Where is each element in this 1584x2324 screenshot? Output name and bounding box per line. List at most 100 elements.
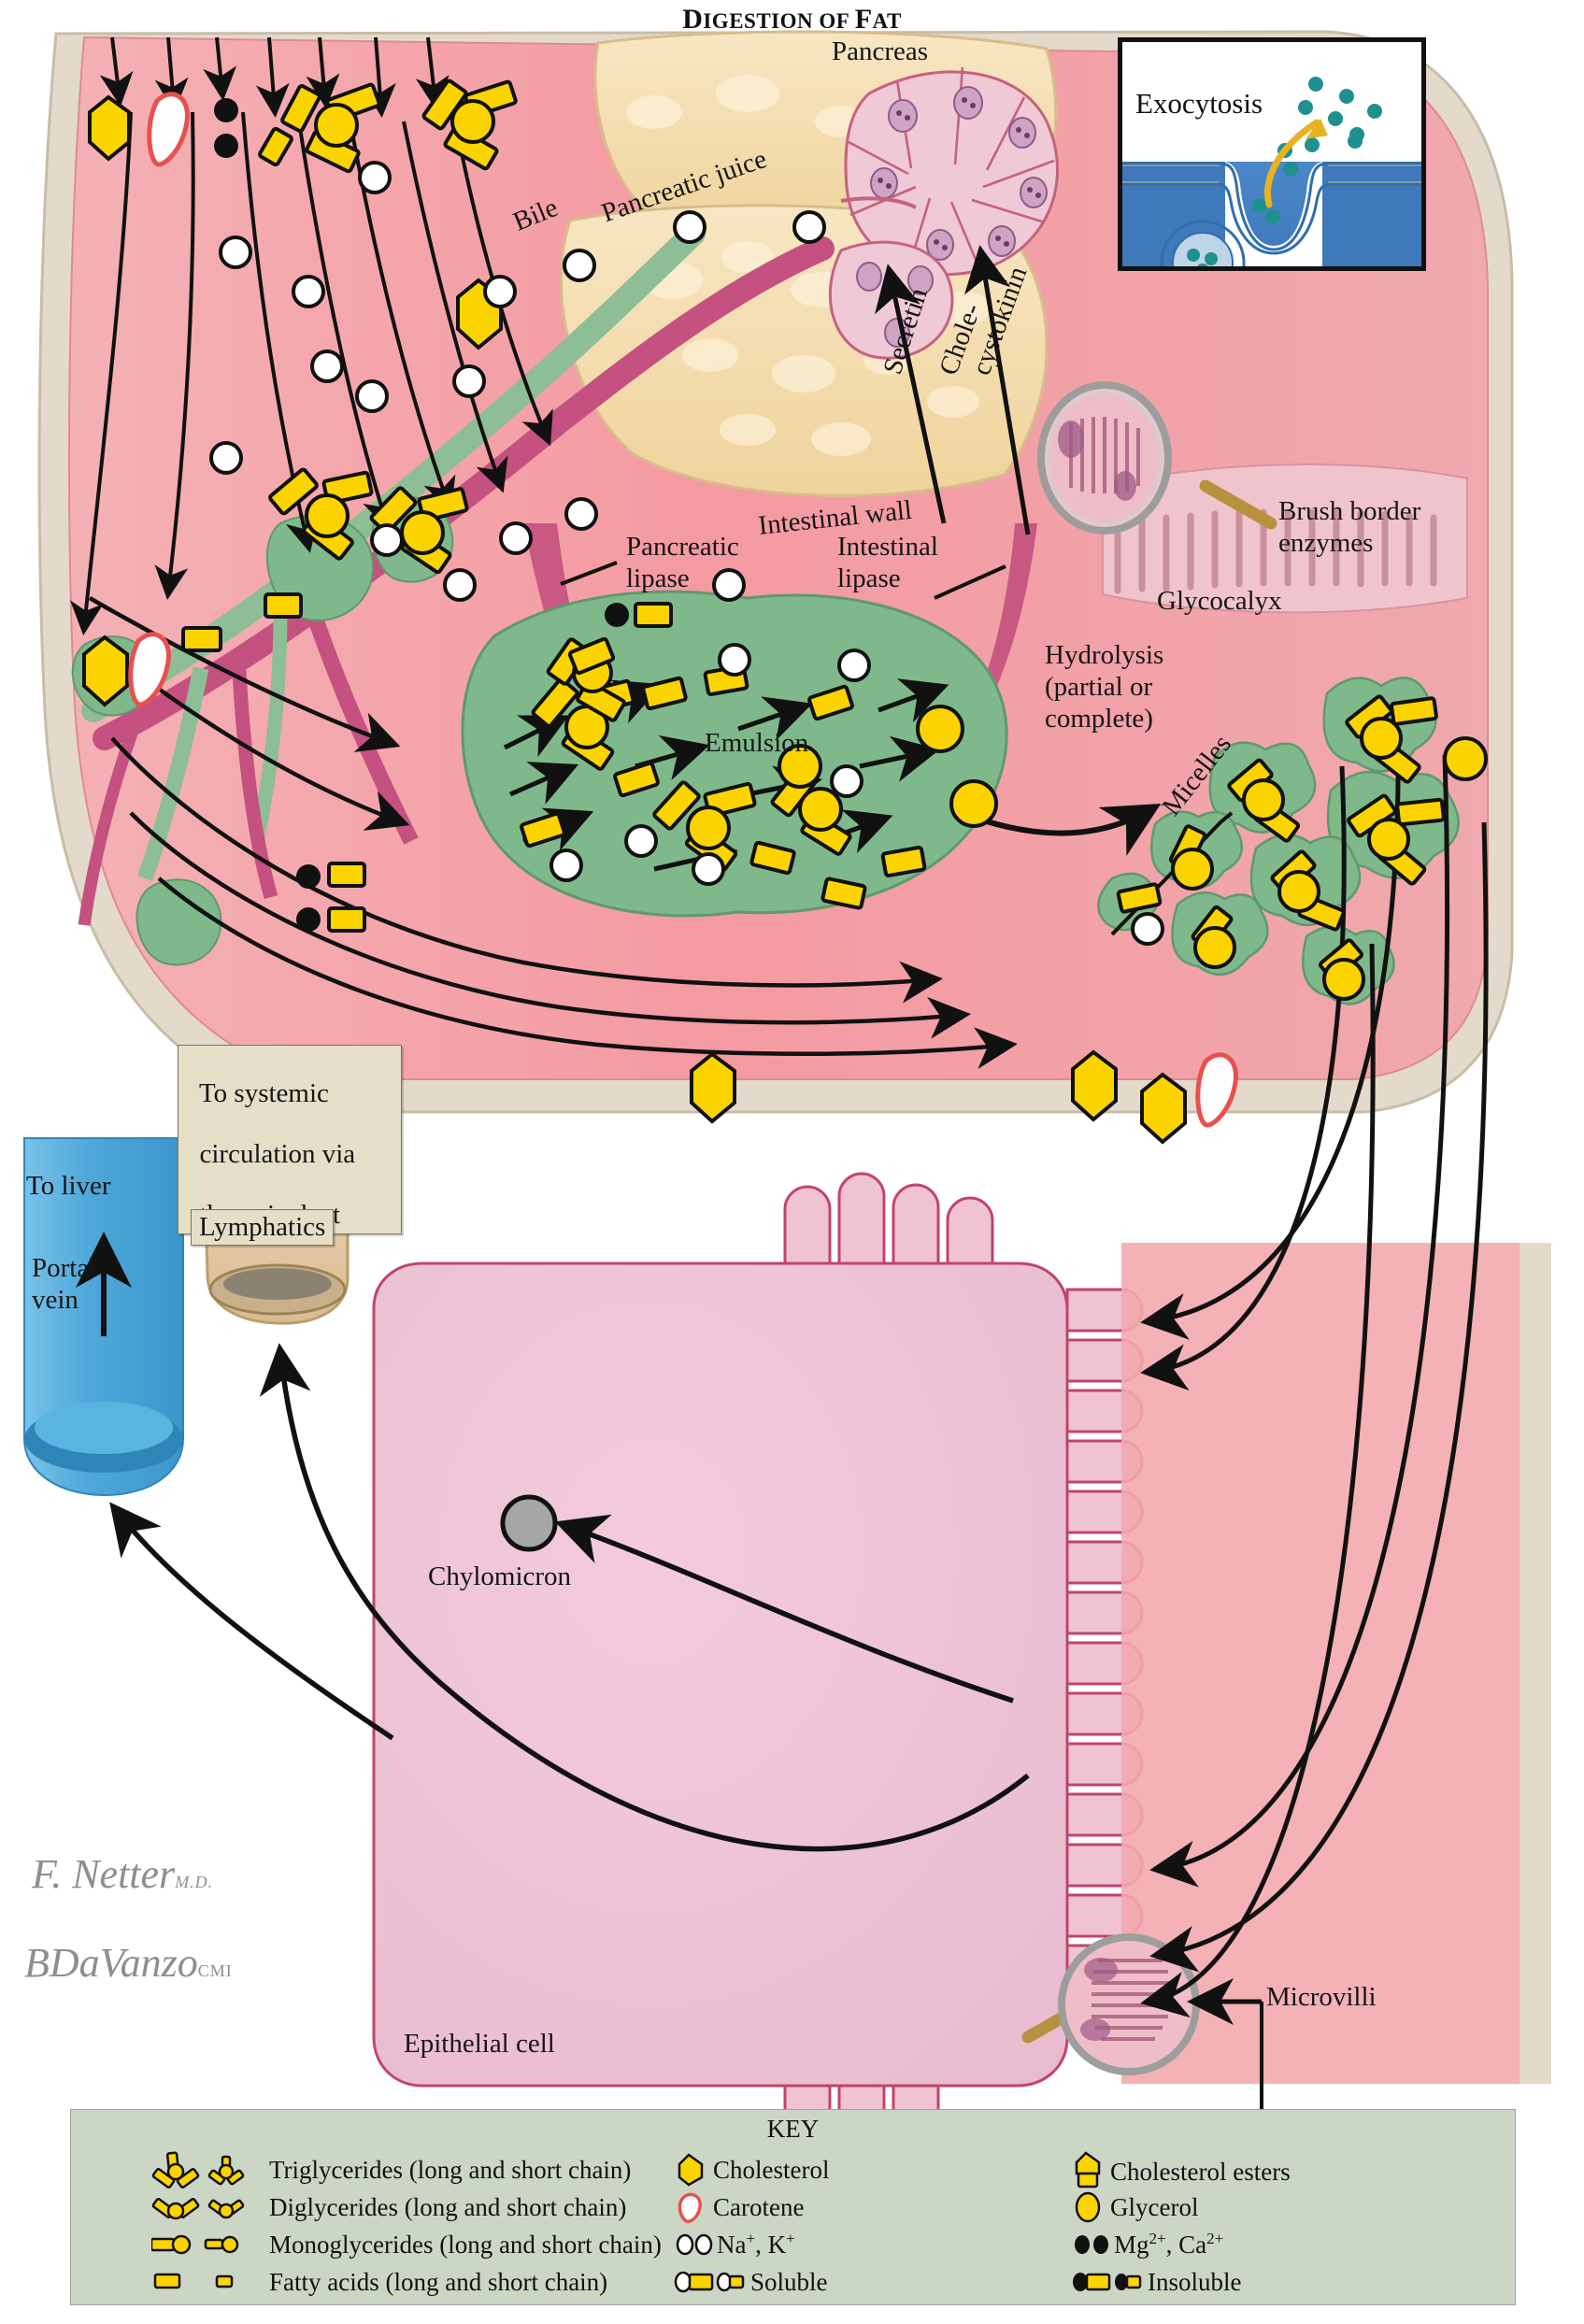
key-label-triglycerides: Triglycerides (long and short chain) [269, 2155, 632, 2184]
key-row-glycerol: Glycerol [1071, 2189, 1198, 2226]
key-label-soluble: Soluble [750, 2267, 828, 2296]
key-row-fatty-acids: Fatty acids (long and short chain) [151, 2263, 607, 2301]
key-label-na-k: Na+, K+ [717, 2230, 795, 2260]
glycerol-glyph [916, 705, 964, 753]
label-to-liver: To liver [26, 1171, 111, 1201]
fatty-acid-icon [153, 2273, 234, 2289]
davanzo-name: BDaVanzo [24, 1940, 198, 1986]
na-k-ion [549, 643, 871, 886]
mg-text: Mg [1114, 2231, 1149, 2259]
fatty-acid-glyph [634, 602, 673, 628]
key-row-insoluble: Insoluble [1071, 2263, 1242, 2301]
mg-ca-ion-icon [1075, 2235, 1108, 2254]
chylomicron-to-lymph-arrow [259, 1343, 1030, 1852]
label-hydrolysis-2: (partial or [1045, 672, 1153, 702]
key-title: KEY [766, 2115, 820, 2143]
exocytosis-label: Exocytosis [1135, 87, 1263, 120]
cholesterol-icon [678, 2153, 704, 2187]
key-label-monoglycerides: Monoglycerides (long and short chain) [269, 2230, 662, 2259]
label-pancreas: Pancreas [832, 36, 929, 66]
ca-text: , Ca [1165, 2231, 1207, 2259]
key-label-cholesterol-esters: Cholesterol esters [1110, 2157, 1291, 2186]
hydrolysis-arrow [977, 804, 1162, 856]
mg-ca-ion [605, 603, 629, 627]
monoglyceride-icon [151, 2234, 239, 2255]
carotene-glyph [147, 92, 190, 167]
glycerol-glyph [949, 779, 998, 828]
fatty-acid-glyph [327, 862, 366, 888]
lipid-glyphs [82, 78, 1488, 1145]
key-label-cholesterol: Cholesterol [713, 2155, 830, 2184]
netter-suffix: M.D. [175, 1873, 214, 1891]
epithelial-cell [372, 1262, 1069, 2088]
triglyceride-glyph [421, 78, 518, 171]
title-text-caps: IGESTION [703, 9, 814, 33]
key-label-mg-ca: Mg2+, Ca2+ [1114, 2230, 1223, 2260]
key-label-diglycerides: Diglycerides (long and short chain) [269, 2192, 627, 2221]
label-brush-border-2: enzymes [1278, 528, 1374, 558]
key-row-carotene: Carotene [674, 2189, 804, 2226]
secreted-particles [1187, 77, 1382, 266]
davanzo-suffix: CMI [197, 1961, 233, 1980]
key-row-monoglycerides: Monoglycerides (long and short chain) [151, 2226, 662, 2263]
glycerol-glyph [1443, 736, 1488, 781]
key-label-carotene: Carotene [713, 2192, 805, 2221]
label-chylomicron: Chylomicron [428, 1561, 572, 1591]
triglyceride-glyph [280, 82, 381, 174]
fatty-acid-glyph [181, 626, 222, 652]
label-intestinal-lipase-2: lipase [837, 563, 901, 593]
fatty-acid-glyph [264, 592, 303, 619]
page-title: DIGESTION OF FAT [0, 4, 1584, 36]
key-row-diglycerides: Diglycerides (long and short chain) [151, 2189, 626, 2226]
carotene-glyph [128, 632, 171, 707]
fatty-acid-glyph [258, 126, 293, 167]
na-k-ion [209, 161, 826, 602]
label-hydrolysis-3: complete) [1045, 704, 1153, 734]
exocytosis-inset: Exocytosis [1118, 37, 1426, 271]
title-text: D [682, 4, 704, 35]
mg-ca-ion [214, 98, 238, 122]
key-row-cholesterol-esters: Cholesterol esters [1071, 2151, 1291, 2192]
mg-ca-ion [296, 864, 321, 889]
lumen-outer-serosa [1520, 1243, 1551, 2084]
key-row-mg-ca: Mg2+, Ca2+ [1071, 2226, 1223, 2263]
title-f: F [854, 4, 873, 35]
exocytosis-arrow [1264, 119, 1320, 208]
key-label-glycerol: Glycerol [1110, 2192, 1199, 2221]
key-row-triglycerides: Triglycerides (long and short chain) [151, 2151, 631, 2189]
label-portal-vein-2: vein [32, 1285, 78, 1315]
label-intestinal-lipase-1: Intestinal [837, 532, 938, 562]
label-pancreatic-lipase-2: lipase [626, 563, 690, 593]
cholesterol-glyph [1140, 1072, 1187, 1145]
triglyceride-icon [151, 2151, 245, 2189]
key-label-insoluble: Insoluble [1148, 2267, 1242, 2296]
title-at: AT [872, 9, 902, 33]
label-thoracic-duct-box: To systemic circulation via thoracic duc… [178, 1045, 402, 1234]
label-lymphatics: Lymphatics [191, 1209, 335, 1246]
key-legend: KEY Triglycerides (long and short chain) [70, 2109, 1516, 2305]
label-pancreatic-lipase-1: Pancreatic [626, 532, 739, 562]
netter-signature: F. NetterM.D. [32, 1850, 213, 1898]
portal-vein [23, 1137, 184, 1497]
label-portal-vein-1: Portal [32, 1253, 97, 1283]
na-text: Na [717, 2231, 747, 2259]
title-of: OF [813, 9, 855, 33]
triglyceride-glyph [268, 467, 374, 561]
mg-ca-ion [214, 134, 238, 158]
cholesterol-glyph [82, 634, 129, 707]
cholesterol-glyph [690, 1051, 736, 1124]
label-epithelial-cell: Epithelial cell [404, 2029, 555, 2059]
magnifier-glycocalyx [1037, 381, 1277, 535]
glycerol-glyph [778, 744, 822, 789]
ca-charge: 2+ [1206, 2230, 1224, 2247]
label-glycocalyx: Glycocalyx [1157, 586, 1282, 616]
key-row-soluble: Soluble [674, 2263, 828, 2301]
to-systemic-line1: To systemic [198, 1078, 329, 1109]
diglyceride-icon [151, 2198, 245, 2220]
to-portal-vein-arrow [109, 1502, 394, 1741]
netter-name: F. Netter [32, 1851, 176, 1897]
hormone-arrows [875, 245, 1031, 535]
k-charge: + [786, 2230, 795, 2247]
acinus-nuclei-dots [878, 97, 1041, 250]
